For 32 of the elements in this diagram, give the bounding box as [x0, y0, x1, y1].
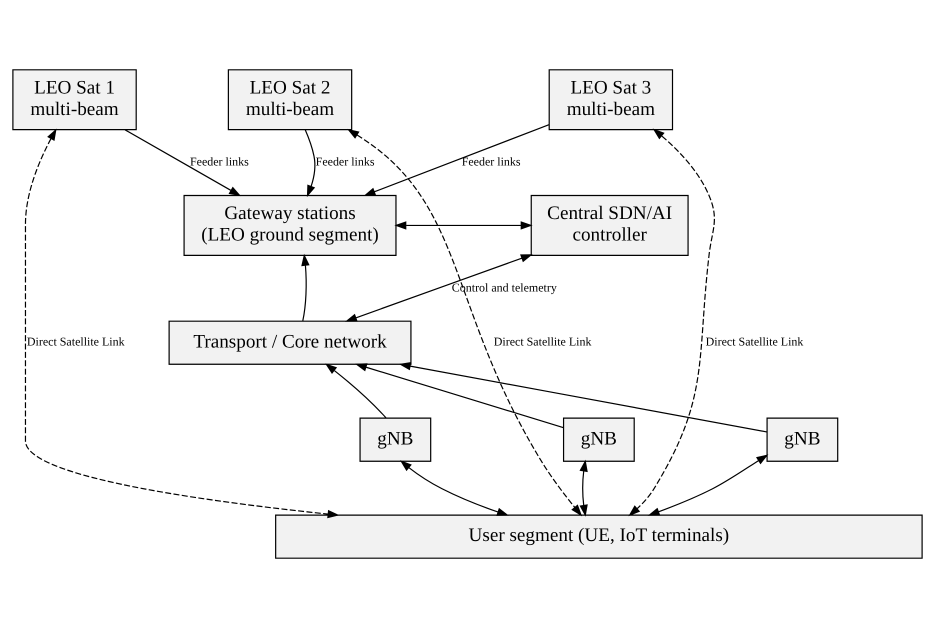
arrow: [354, 363, 564, 428]
node-box: gNB: [562, 418, 635, 462]
arrow: [628, 128, 715, 516]
arrow: [364, 124, 550, 196]
arrow: [345, 254, 533, 322]
edge-label: Control and telemetry: [452, 280, 557, 294]
arrow: [24, 128, 340, 518]
node-box: User segment (UE, IoT terminals): [275, 514, 923, 559]
arrow: [398, 362, 767, 432]
arrow: [124, 129, 242, 196]
node-box: LEO Sat 1 multi-beam: [12, 69, 137, 130]
arrow: [648, 454, 768, 516]
node-box: gNB: [766, 418, 838, 462]
node-box: LEO Sat 3 multi-beam: [548, 69, 674, 130]
arrow: [400, 460, 509, 516]
edge-label: Direct Satellite Link: [494, 334, 592, 349]
node-box: Gateway stations (LEO ground segment): [183, 194, 397, 256]
arrow: [325, 363, 387, 418]
node-box: LEO Sat 2 multi-beam: [228, 69, 352, 130]
node-box: Transport / Core network: [168, 320, 412, 365]
node-box: Central SDN/AI controller: [530, 194, 689, 256]
edge-label: Feeder links: [462, 154, 521, 169]
arrow: [301, 254, 310, 321]
edge-label: Feeder links: [316, 154, 375, 169]
arrow: [580, 460, 588, 517]
edge-label: Direct Satellite Link: [706, 334, 804, 349]
arrow: [304, 130, 316, 198]
edge-label: Feeder links: [190, 154, 249, 169]
node-box: gNB: [359, 418, 432, 462]
edge-label: Direct Satellite Link: [26, 334, 125, 349]
arrow: [347, 128, 582, 516]
arrow: [394, 221, 533, 230]
